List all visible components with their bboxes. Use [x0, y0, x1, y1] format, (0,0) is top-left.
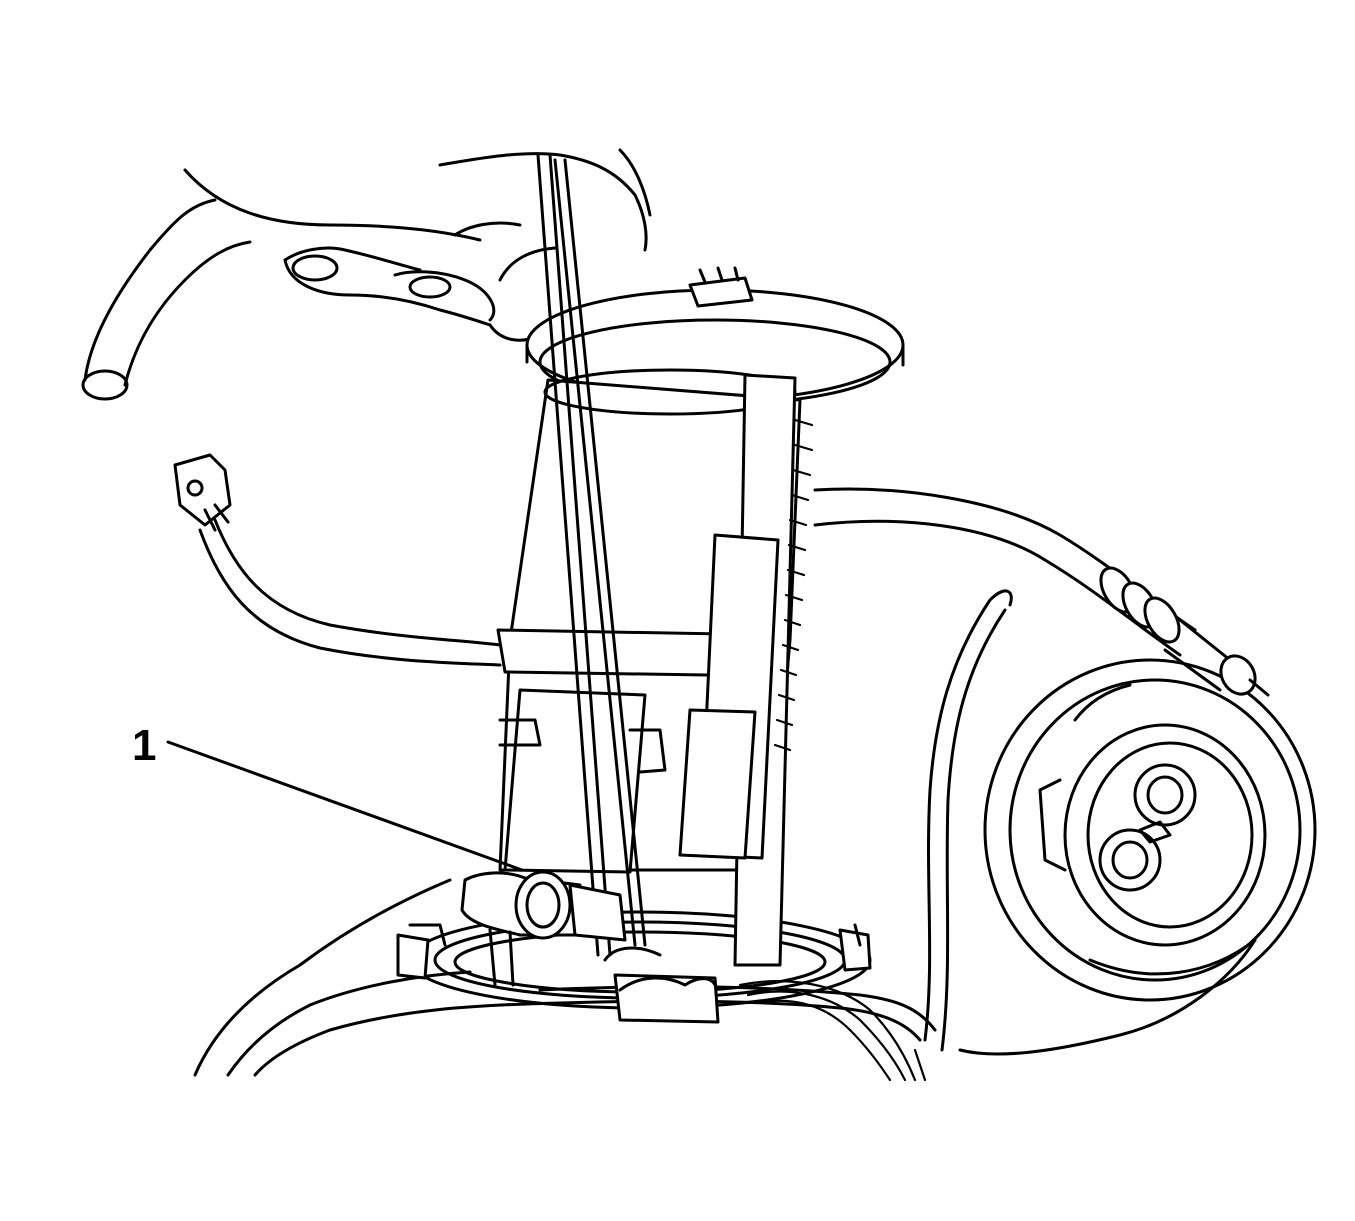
technician-hand	[81, 148, 652, 401]
wires-bottom	[738, 980, 927, 1082]
callout-1: 1	[132, 721, 524, 872]
filler-neck-housing	[923, 589, 1317, 1056]
callout-1-leader-line	[166, 740, 524, 872]
wiring-harness-left	[173, 453, 502, 667]
removal-tool-rods	[536, 153, 647, 957]
electrical-connector	[460, 870, 627, 987]
fuel-feed-hose	[813, 487, 1270, 697]
callout-1-label: 1	[132, 721, 156, 770]
